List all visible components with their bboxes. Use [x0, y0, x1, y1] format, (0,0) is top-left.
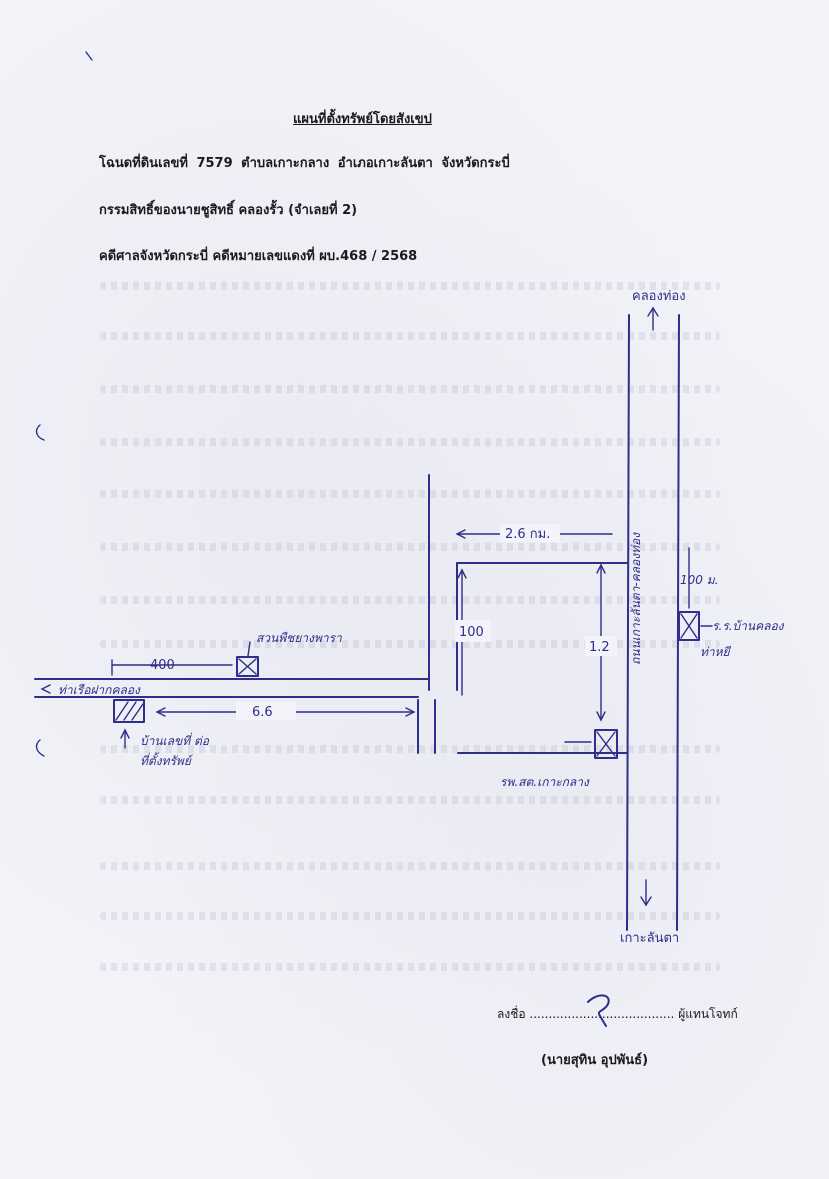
dim-26-label: 2.6 กม.: [505, 527, 550, 542]
label-house: สวนพืชยางพารา: [256, 631, 343, 645]
right-marker-cross: [680, 613, 698, 639]
dim-12-head-top: [596, 563, 606, 574]
right-marker-box: [678, 611, 700, 641]
plot-hatch: [123, 701, 137, 721]
stray-mark: [85, 51, 93, 61]
arrow-south-head: [640, 896, 652, 907]
show-through-line: [100, 640, 720, 648]
plot-hatch: [115, 701, 129, 721]
show-through-line: [100, 282, 720, 290]
signature-role: ผู้แทนโจทก์: [678, 1007, 738, 1021]
signature-scribble: [587, 994, 610, 1027]
dim-100-gap: [455, 620, 491, 642]
dim-400-label: 400: [150, 658, 175, 673]
dim-12-head-bottom: [596, 711, 606, 722]
label-road-vertical: ถนนเกาะลันตา-คลองท่อง: [629, 532, 643, 665]
dim-66-gap: [236, 702, 296, 720]
dim-100-label: 100: [459, 625, 484, 640]
show-through-line: [100, 796, 720, 804]
plot-marker-cross: [238, 658, 257, 675]
arrow-west-head: [40, 684, 51, 694]
label-right-marker2: ท่าหยี: [700, 645, 732, 659]
plot-marker-box: [236, 656, 259, 677]
dim-12-label: 1.2: [589, 640, 610, 655]
main-road-left-edge: [626, 314, 630, 931]
dim-100-head: [457, 568, 467, 579]
label-bridge: ท่าเรือฝากคลอง: [58, 683, 141, 697]
signature-line: ลงชื่อ .................................…: [497, 1005, 738, 1024]
show-through-line: [100, 490, 720, 498]
show-through-line: [100, 862, 720, 870]
show-through-line: [100, 912, 720, 920]
signature-label: ลงชื่อ: [497, 1007, 526, 1021]
label-plot-left2: ที่ตั้งทรัพย์: [140, 752, 194, 768]
document-title: แผนที่ตั้งทรัพย์โดยสังเขป: [293, 112, 432, 127]
label-top-right: คลองท่อง: [632, 289, 686, 304]
label-school: รพ.สต.เกาะกลาง: [500, 775, 590, 789]
dim-12-gap: [585, 636, 617, 656]
show-through-line: [100, 596, 720, 604]
dim-66-head-left: [155, 707, 166, 717]
case-line: คดีศาลจังหวัดกระบี่ คดีหมายเลขแดงที่ ผบ.…: [99, 249, 418, 264]
label-bottom-right: เกาะลันตา: [620, 931, 679, 946]
signature-dots: ......................................: [529, 1007, 675, 1021]
school-marker-box: [594, 729, 618, 759]
show-through-line: [100, 745, 720, 753]
show-through-line: [100, 438, 720, 446]
show-through-line: [100, 963, 720, 971]
stray-mark: [35, 424, 45, 441]
plot-hatch: [131, 703, 144, 721]
plot-leader-head: [120, 728, 130, 739]
dim-66-label: 6.6: [252, 705, 273, 720]
stray-mark: [35, 739, 45, 757]
deed-line: โฉนดที่ดินเลขที่ 7579 ตำบลเกาะกลาง อำเภอ…: [99, 156, 510, 171]
signer-name: (นายสุทิน อุปพันธ์): [541, 1053, 649, 1068]
school-marker-cross: [596, 731, 616, 757]
dim-100x-label: 100 ม.: [680, 573, 718, 587]
house-leader: [247, 641, 251, 657]
dim-26-gap: [500, 524, 560, 542]
subject-plot: [113, 699, 145, 723]
arrow-north-head: [647, 306, 659, 317]
dim-26-head: [455, 529, 466, 539]
owner-line: กรรมสิทธิ์ของนายชูสิทธิ์ คลองรั้ว (จำเลย…: [99, 203, 358, 218]
show-through-line: [100, 332, 720, 340]
dim-66-head: [405, 707, 416, 717]
show-through-line: [100, 385, 720, 393]
label-right-marker: ร.ร.บ้านคลอง: [712, 619, 785, 633]
show-through-line: [100, 543, 720, 551]
label-plot-left: บ้านเลขที่ ต่อ: [140, 732, 210, 748]
